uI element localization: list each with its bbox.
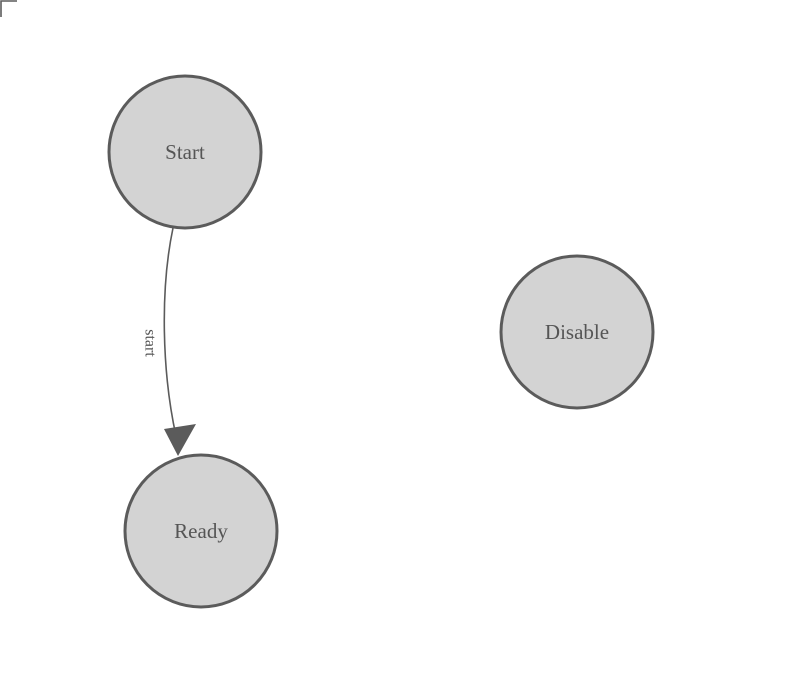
node-disable[interactable]: Disable	[499, 254, 655, 410]
node-ready-label: Ready	[174, 519, 228, 543]
node-start[interactable]: Start	[107, 74, 263, 230]
top-left-corner-mark	[0, 0, 17, 17]
node-disable-circle	[499, 254, 655, 410]
node-ready[interactable]: Ready	[123, 453, 279, 609]
node-start-label: Start	[165, 140, 205, 164]
edge-line	[163, 227, 177, 437]
edge-start-to-ready[interactable]: start	[142, 227, 197, 456]
edge-label-start: start	[142, 329, 159, 357]
arrowhead-icon	[164, 424, 196, 456]
node-disable-label: Disable	[545, 320, 609, 344]
node-start-circle	[107, 74, 263, 230]
node-ready-circle	[123, 453, 279, 609]
